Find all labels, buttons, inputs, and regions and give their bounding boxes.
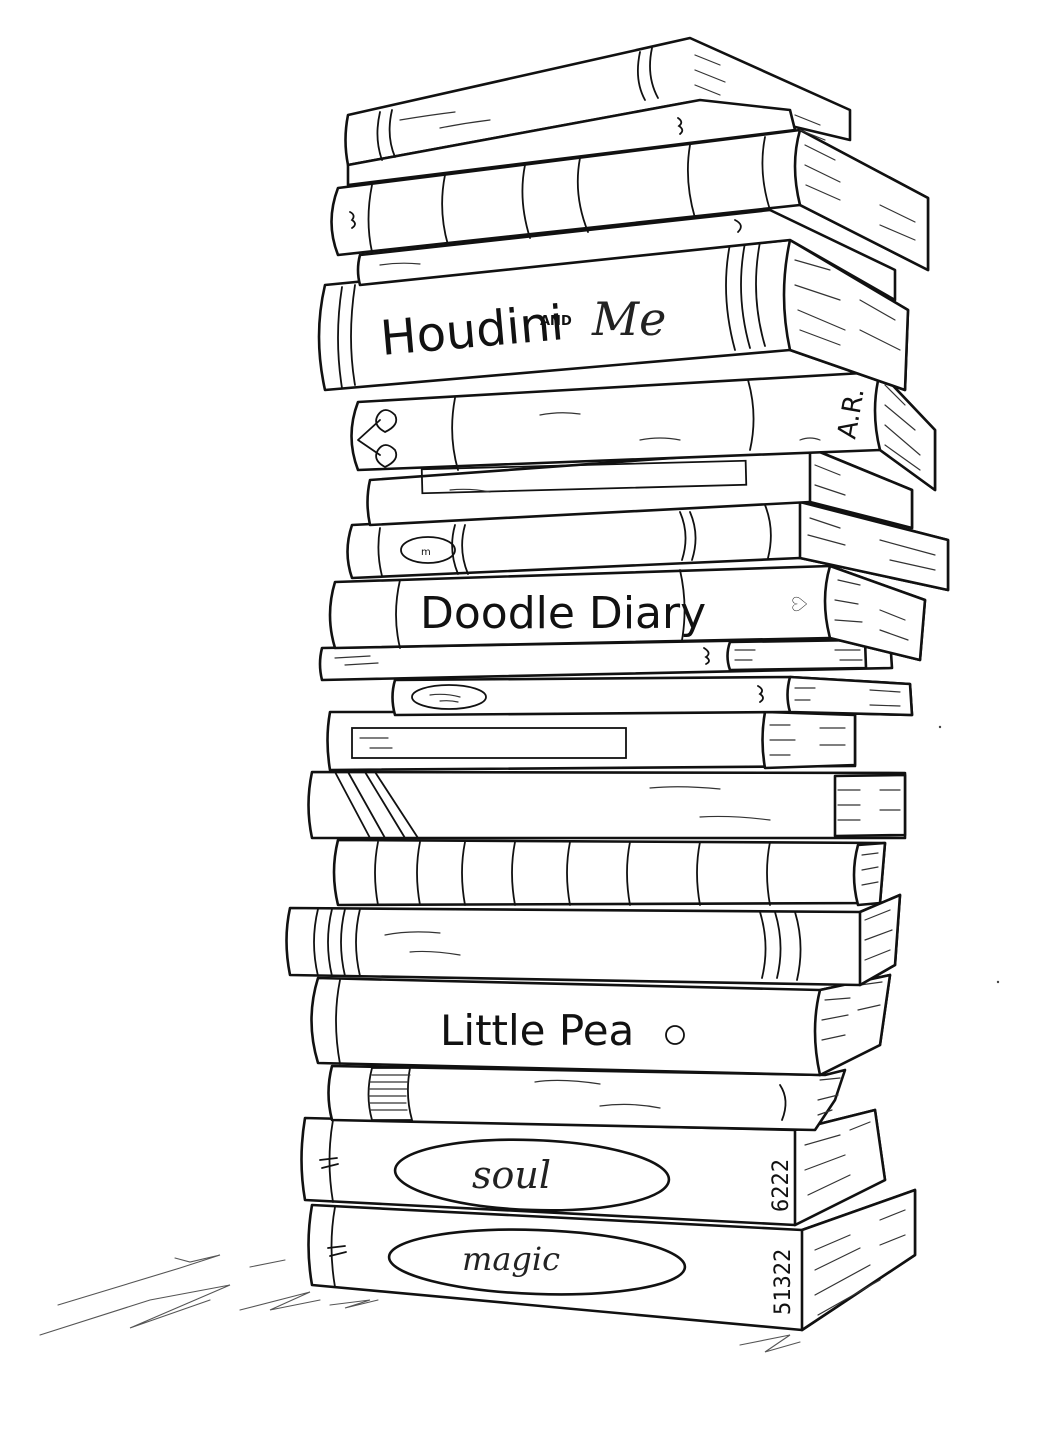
ground-shadow-sketch: [39, 1254, 801, 1353]
book-3: [356, 208, 897, 302]
book-7: m: [346, 500, 950, 592]
book-12: [307, 770, 907, 840]
stray-dot: [938, 725, 942, 729]
stray-dot: [996, 980, 1000, 984]
book-9: [318, 636, 894, 682]
book-title-magic: magic: [462, 1240, 560, 1278]
book-1: [344, 36, 852, 187]
book-16: [327, 1064, 847, 1132]
badge-letter-m: m: [421, 547, 431, 558]
book-17: soul 6222: [300, 1108, 887, 1227]
book-title-and: AND: [540, 314, 572, 329]
book-number-6222: 6222: [769, 1159, 794, 1212]
book-4: Houdini AND Me: [317, 238, 910, 392]
book-title-soul: soul: [472, 1153, 551, 1197]
book-title-doodle-diary: Doodle Diary: [420, 588, 706, 639]
book-15: Little Pea: [310, 973, 892, 1077]
book-11: [326, 710, 857, 772]
book-title-little-pea: Little Pea: [440, 1006, 634, 1055]
book-5: A.R.: [350, 370, 937, 492]
book-8: Doodle Diary ♡: [328, 564, 927, 662]
book-10: [391, 675, 914, 717]
book-number-51322: 51322: [771, 1249, 796, 1315]
book-14: [285, 893, 902, 987]
book-6: [366, 446, 914, 530]
heart-icon: ♡: [788, 595, 812, 613]
book-18: magic 51322: [307, 1188, 917, 1332]
book-2: [330, 128, 930, 272]
book-13: [332, 838, 887, 907]
cherry-icon: [357, 409, 398, 469]
book-title-me: Me: [591, 292, 666, 346]
